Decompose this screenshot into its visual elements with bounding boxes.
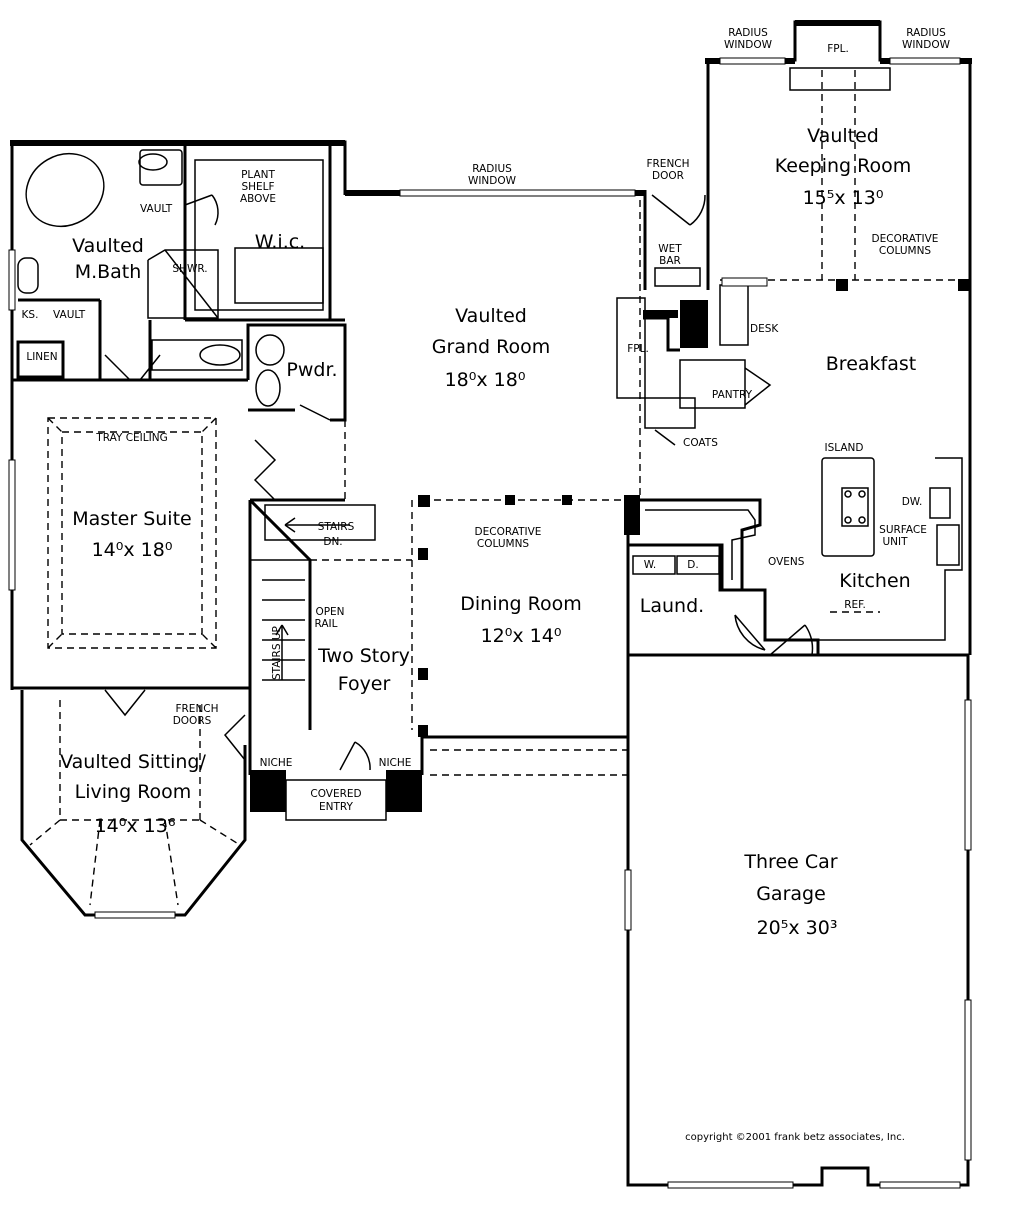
plant-shelf-3: ABOVE — [240, 193, 276, 205]
keeping-room-dim: 15⁵x 13⁰ — [803, 187, 884, 209]
tray-ceiling-label: TRAY CEILING — [95, 432, 167, 444]
radius-window-grand-2: WINDOW — [468, 175, 517, 187]
washer-label: W. — [644, 559, 657, 571]
wet-bar-1: WET — [658, 243, 682, 255]
ovens-label: OVENS — [768, 556, 805, 568]
foyer-label-1: Two Story — [317, 645, 410, 667]
radius-window-grand-1: RADIUS — [472, 163, 512, 175]
sitting-label-2: Living Room — [75, 781, 192, 803]
interior-walls — [12, 67, 970, 906]
fpl-top-label: FPL. — [827, 43, 849, 55]
keeping-room-label-1: Vaulted — [807, 125, 879, 147]
radius-window-right-1: RADIUS — [906, 27, 946, 39]
stairs-dn-1: STAIRS — [318, 521, 355, 533]
dining-room-dim: 12⁰x 14⁰ — [481, 625, 562, 647]
sitting-dim: 14⁰x 13⁶ — [95, 815, 176, 837]
laund-label: Laund. — [640, 595, 704, 617]
surface-unit-1: SURFACE — [879, 524, 927, 536]
sitting-label-1: Vaulted Sitting/ — [60, 751, 206, 773]
surface-unit-2: UNIT — [882, 536, 908, 548]
copyright: copyright ©2001 frank betz associates, I… — [685, 1132, 905, 1143]
master-suite-dim: 14⁰x 18⁰ — [92, 539, 173, 561]
grand-room-dim: 18⁰x 18⁰ — [445, 369, 526, 391]
decorative-columns-keeping-2: COLUMNS — [879, 245, 932, 257]
plant-shelf-1: PLANT — [241, 169, 275, 181]
exterior-walls — [8, 20, 972, 1189]
radius-window-left-2: WINDOW — [724, 39, 773, 51]
vault-upper-label: VAULT — [140, 203, 173, 215]
island-label: ISLAND — [825, 442, 864, 454]
annotations: RADIUS WINDOW RADIUS WINDOW FPL. RADIUS … — [22, 27, 951, 1143]
french-doors-1: FRENCH — [175, 703, 218, 715]
garage-label-1: Three Car — [743, 851, 837, 873]
shwr-label: SHWR. — [172, 263, 207, 275]
vault-lower-label: VAULT — [53, 309, 86, 321]
dryer-label: D. — [687, 559, 698, 571]
linen-label: LINEN — [26, 351, 57, 363]
fpl-grand-label: FPL. — [627, 343, 649, 355]
decorative-columns-keeping-1: DECORATIVE — [872, 233, 939, 245]
covered-entry-1: COVERED — [310, 788, 361, 800]
keeping-room-label-2: Keeping Room — [775, 155, 911, 177]
coats-label: COATS — [683, 437, 718, 449]
wet-bar-2: BAR — [659, 255, 681, 267]
breakfast-label: Breakfast — [826, 353, 916, 375]
french-doors-2: DOORS — [173, 715, 212, 727]
ref-label: REF. — [844, 599, 866, 611]
pwdr-label: Pwdr. — [286, 359, 337, 381]
niche-left-label: NICHE — [260, 757, 293, 769]
wic-label: W.i.c. — [255, 231, 305, 253]
open-rail-1: OPEN — [315, 606, 344, 618]
radius-window-right-2: WINDOW — [902, 39, 951, 51]
stairs-dn-2: DN. — [323, 536, 342, 548]
dw-label: DW. — [902, 496, 923, 508]
french-door-2: DOOR — [652, 170, 684, 182]
kitchen-label: Kitchen — [839, 570, 910, 592]
french-door-1: FRENCH — [646, 158, 689, 170]
foyer-label-2: Foyer — [338, 673, 391, 695]
mbath-label-2: M.Bath — [75, 261, 142, 283]
mbath-label-1: Vaulted — [72, 235, 144, 257]
covered-entry-2: ENTRY — [319, 801, 354, 813]
ks-label: KS. — [22, 309, 39, 321]
stairs-up-label: STAIRS UP — [271, 626, 283, 680]
grand-room-label-1: Vaulted — [455, 305, 527, 327]
dining-room-label: Dining Room — [460, 593, 581, 615]
pantry-label: PANTRY — [712, 389, 753, 401]
grand-room-label-2: Grand Room — [432, 336, 550, 358]
room-labels: Vaulted Keeping Room 15⁵x 13⁰ Vaulted Gr… — [60, 125, 916, 939]
garage-label-2: Garage — [756, 883, 826, 905]
desk-label: DESK — [750, 323, 779, 335]
decorative-columns-dining-2: COLUMNS — [477, 538, 530, 550]
garage-dim: 20⁵x 30³ — [757, 917, 838, 939]
master-suite-label: Master Suite — [72, 508, 191, 530]
niche-right-label: NICHE — [379, 757, 412, 769]
open-rail-2: RAIL — [315, 618, 338, 630]
decorative-columns-dining-1: DECORATIVE — [475, 526, 542, 538]
plant-shelf-2: SHELF — [241, 181, 274, 193]
radius-window-left-1: RADIUS — [728, 27, 768, 39]
